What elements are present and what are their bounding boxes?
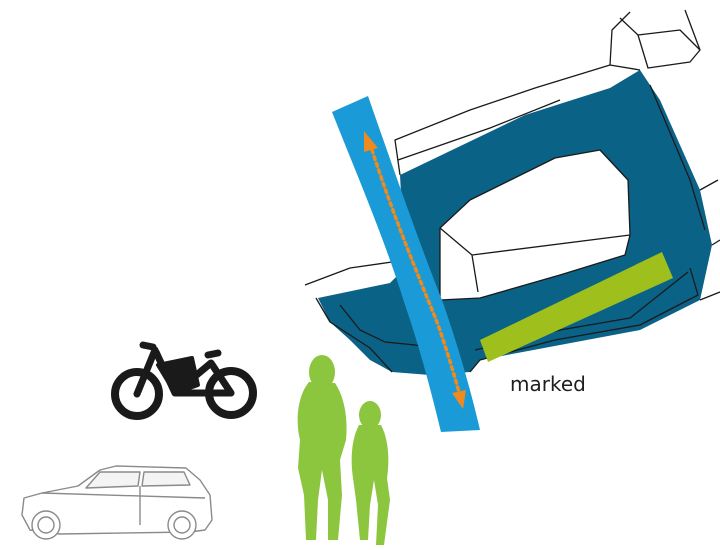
pedestrian-icon: [351, 401, 390, 545]
arrow-head-top: [364, 131, 378, 152]
building-outlines: [304, 9, 720, 373]
route-arrow: [364, 131, 466, 409]
e-bike-icon: [111, 341, 257, 420]
arrow-head-bottom: [452, 390, 466, 409]
pedestrian-icon: [297, 355, 347, 540]
marked-zone: [480, 252, 673, 362]
blue-path: [332, 96, 480, 432]
marked-label: marked: [510, 372, 586, 396]
car-icon: [21, 465, 213, 540]
